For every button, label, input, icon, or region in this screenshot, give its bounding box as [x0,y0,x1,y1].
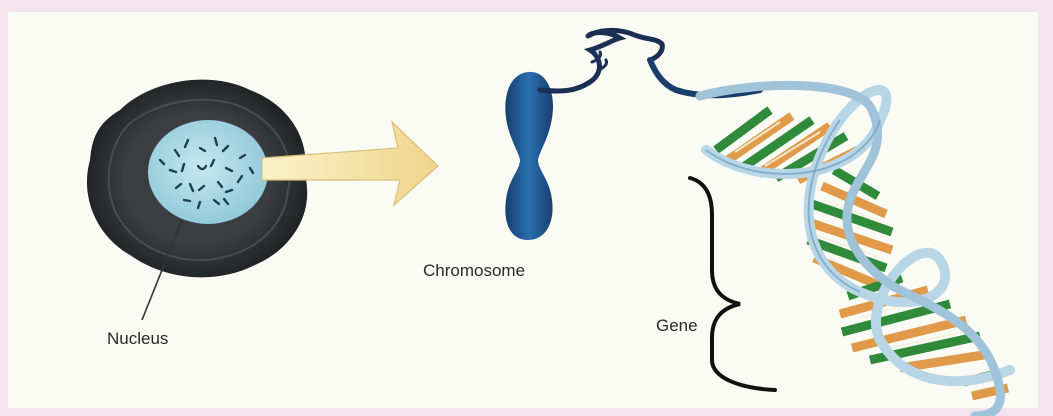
chromosome-label: Chromosome [423,262,525,279]
cell-icon [87,80,307,320]
nucleus-label: Nucleus [107,330,168,347]
curly-brace-icon [690,178,775,390]
dna-double-helix-icon [700,85,1010,416]
chromosome-icon [505,30,760,240]
nucleus-icon [148,120,268,224]
chromosome-strand [540,30,662,91]
gene-label: Gene [656,317,698,334]
